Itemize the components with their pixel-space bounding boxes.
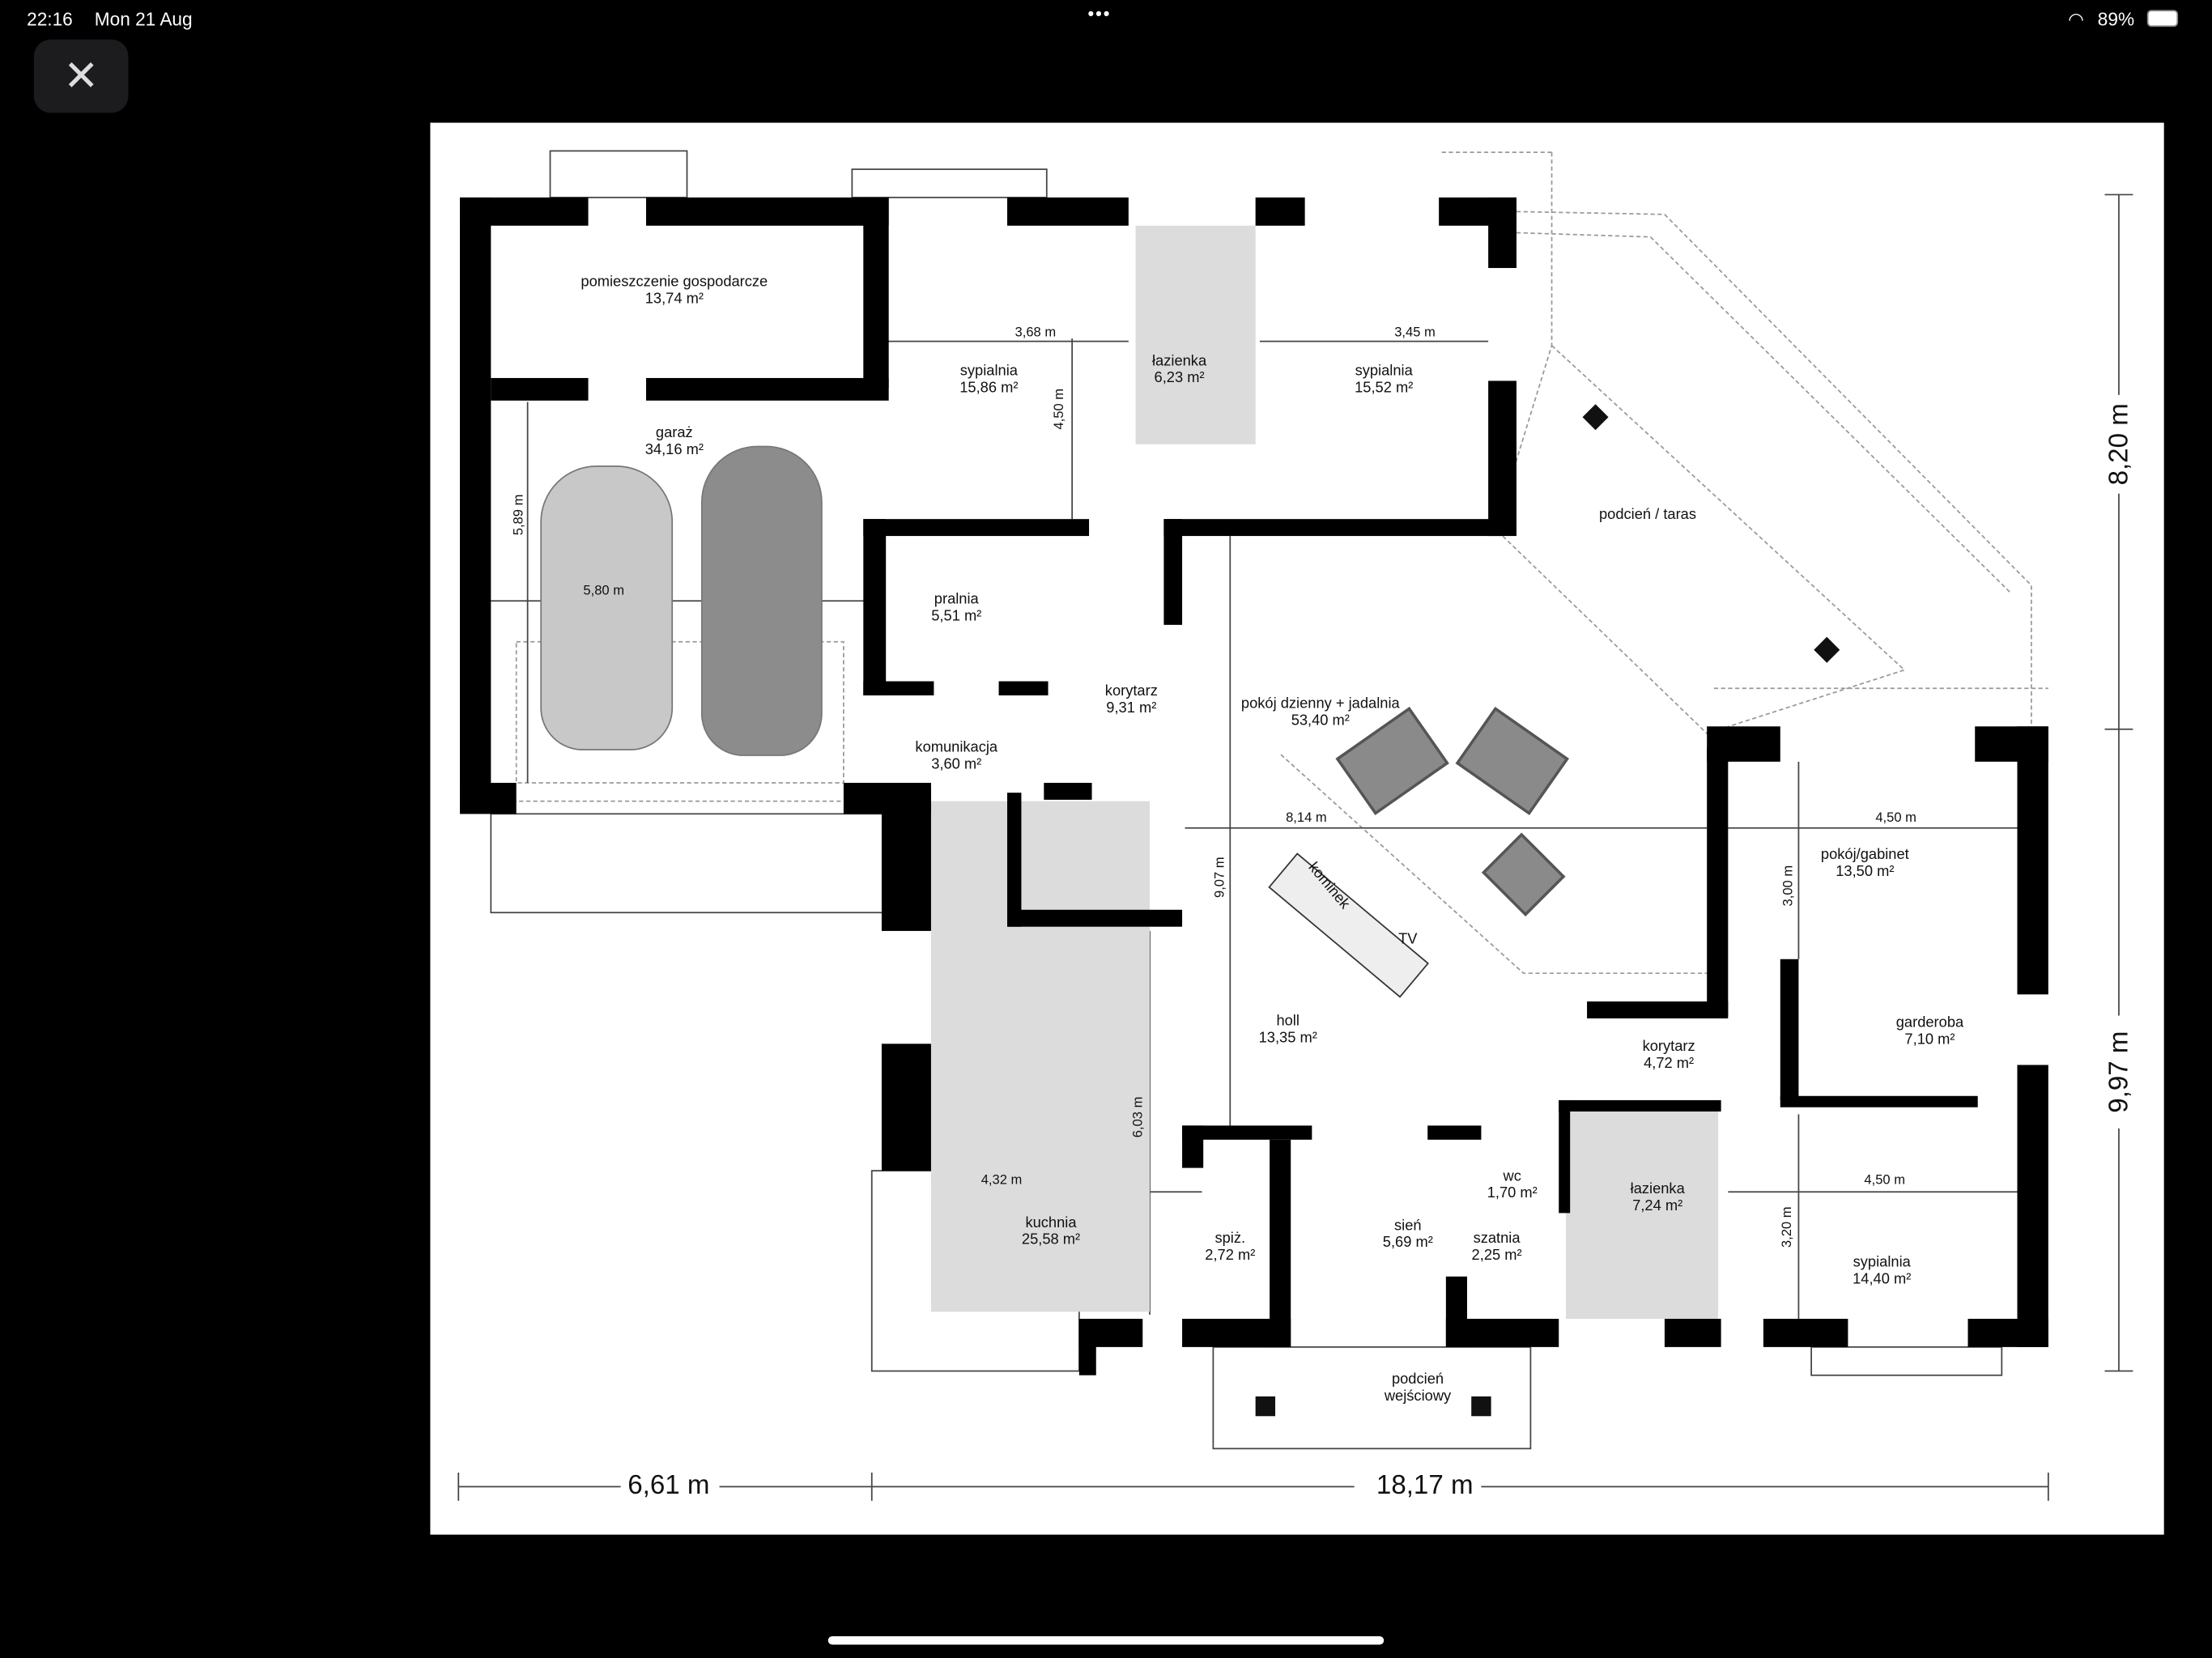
battery-icon [2146,10,2179,28]
room-area: 34,16 m² [644,441,704,459]
room-area: 1,70 m² [1487,1184,1538,1202]
wifi-icon: ◠ [2068,8,2084,30]
room-name: garderoba [1895,1014,1964,1031]
room-name: sypialnia [959,362,1018,380]
room-name: łazienka [1151,352,1207,370]
dim-syp1-w: 3,68 m [1015,325,1057,341]
room-area: 6,23 m² [1154,369,1205,387]
room-name: korytarz [1642,1038,1695,1056]
dim-total-right: 18,17 m [1376,1471,1474,1501]
room-name: łazienka [1630,1180,1685,1198]
dim-syp3-h: 3,20 m [1779,1206,1796,1248]
car-icon [540,465,674,750]
dim-syp2-w: 3,45 m [1394,325,1436,341]
dim-dzienny-w: 8,14 m [1286,810,1327,827]
room-name: korytarz [1104,682,1158,700]
dim-total-left: 6,61 m [627,1471,710,1501]
room-area: 13,50 m² [1836,863,1895,881]
room-area: 5,51 m² [931,607,982,625]
room-name: sypialnia [1853,1253,1911,1271]
room-area: 2,25 m² [1471,1247,1522,1265]
dim-total-bottom: 9,97 m [2104,1031,2135,1113]
room-name: pokój/gabinet [1820,846,1909,864]
room-name: sypialnia [1355,362,1413,380]
room-name: szatnia [1473,1230,1521,1248]
dim-syp3-w: 4,50 m [1864,1172,1906,1188]
room-area: 5,69 m² [1382,1234,1433,1252]
status-battery: 89% [2097,8,2135,30]
status-date: Mon 21 Aug [94,8,193,30]
room-name: spiż. [1214,1230,1246,1248]
room-area: 3,60 m² [931,755,982,773]
room-area: 4,72 m² [1644,1055,1695,1073]
room-name: pomieszczenie gospodarcze [581,274,768,291]
room-area: 14,40 m² [1853,1270,1912,1288]
room-taras: podcień / taras [1599,506,1696,523]
room-name: podcień [1391,1371,1444,1388]
car-icon [700,445,823,756]
room-name: podcień / taras [1598,506,1697,524]
room-name: pokój dzienny + jadalnia [1240,695,1400,712]
dim-garaz-w: 5,80 m [583,583,625,599]
status-time: 22:16 [27,8,73,30]
dim-kuchnia-h: 6,03 m [1130,1096,1146,1138]
room-name: sień [1394,1217,1422,1235]
room-area: 15,86 m² [959,379,1019,397]
room-spiz: spiż.2,72 m² [1205,1230,1255,1264]
room-area: 15,52 m² [1355,379,1414,397]
fixture-tv: TV [1398,930,1418,948]
close-button[interactable]: ✕ [33,39,129,113]
close-icon: ✕ [63,53,100,100]
dim-dzienny-h: 9,07 m [1212,857,1228,899]
room-name: wejściowy [1384,1388,1452,1405]
room-name: pralnia [934,591,979,608]
room-area: 13,74 m² [644,290,704,308]
room-name: wc [1503,1167,1521,1185]
home-indicator[interactable] [827,1636,1385,1645]
more-dots-icon[interactable]: ••• [1087,2,1112,24]
room-name: komunikacja [915,738,998,756]
room-name: garaż [655,424,693,442]
dim-gabinet-w: 4,50 m [1875,810,1916,827]
room-area: 2,72 m² [1205,1247,1256,1265]
room-area: 25,58 m² [1021,1231,1081,1248]
room-area: 7,10 m² [1904,1031,1955,1048]
room-area: 53,40 m² [1291,712,1350,729]
dim-gabinet-h: 3,00 m [1780,865,1797,907]
dim-kuchnia-w: 4,32 m [981,1172,1023,1188]
room-name: holl [1276,1012,1300,1030]
dim-garaz-h: 5,89 m [511,494,527,536]
dim-total-top: 8,20 m [2104,403,2135,486]
dim-syp1-h: 4,50 m [1051,388,1068,430]
room-name: kuchnia [1025,1214,1077,1232]
room-area: 7,24 m² [1632,1197,1683,1215]
room-area: 9,31 m² [1106,699,1157,717]
room-area: 13,35 m² [1258,1029,1317,1047]
